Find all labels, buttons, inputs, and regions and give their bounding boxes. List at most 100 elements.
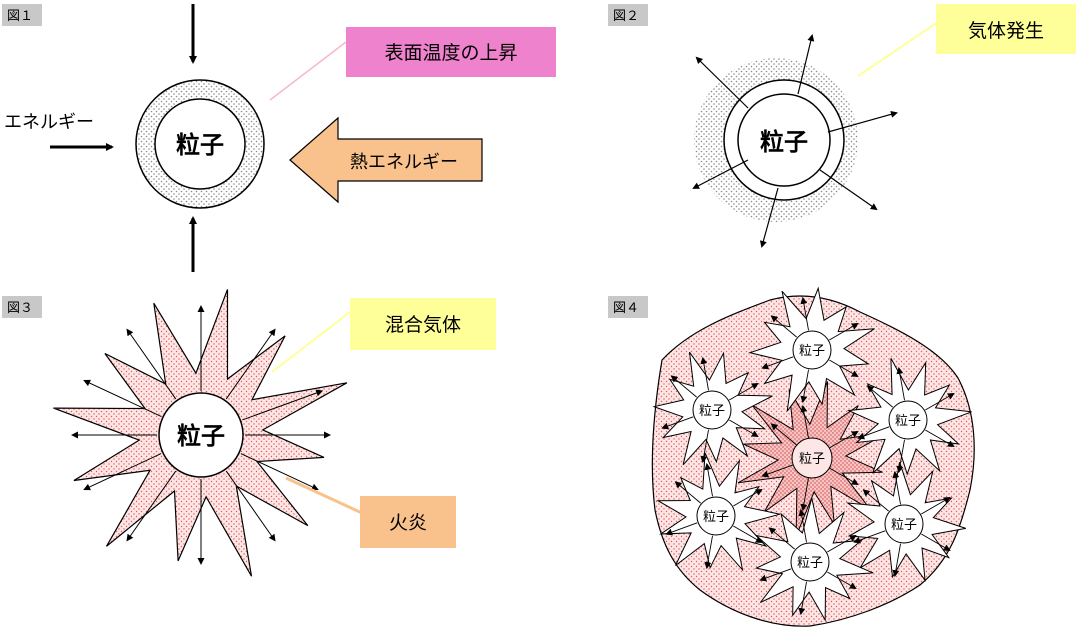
flame-arrow [242, 389, 324, 421]
flame-arrow [866, 385, 893, 408]
figure-3: 図３ 粒子 混合気体 火炎 [2, 289, 496, 577]
flame-arrow [126, 328, 177, 400]
flame-arrow [829, 323, 859, 341]
flame-callout: 火炎 [389, 512, 427, 534]
particle-core [737, 93, 831, 187]
flame-leader [285, 476, 363, 515]
gas-generation-callout: 気体発生 [968, 20, 1044, 42]
flame-arrow [704, 535, 713, 570]
flame-arrow [674, 481, 701, 504]
flame-arrows [71, 305, 331, 565]
particle-label: 粒子 [797, 556, 823, 571]
gas-arrow [819, 169, 878, 211]
flame-arrow [800, 404, 809, 439]
flame-arrow [862, 489, 889, 512]
figure-3-tag-bg [2, 296, 42, 318]
particle-core [792, 330, 832, 370]
gas-arrow [759, 187, 779, 248]
particle-core [791, 437, 833, 479]
energy-label: エネルギー [4, 112, 94, 133]
flame-arrow [665, 522, 698, 536]
flame-arrow [670, 375, 697, 398]
flame-arrow [759, 568, 792, 582]
mixed-gas-callout-box [350, 298, 496, 350]
flame-arrow [83, 379, 162, 417]
figure-2: 図２ 粒子 気体発生 [608, 4, 1076, 248]
flame-arrow [925, 393, 955, 411]
gas-arrow [797, 34, 815, 95]
particle-core [790, 542, 830, 582]
particle-core [154, 98, 246, 190]
flame-arrow [800, 369, 809, 404]
particle-label: 粒子 [760, 128, 808, 156]
figure-1: 図１ エネルギー 粒子 熱エネルギー 表面温度の上昇 [2, 4, 556, 272]
flame-arrow [829, 359, 859, 377]
flame-arrow [83, 453, 162, 491]
figure-1-tag-bg [2, 4, 42, 26]
heat-energy-arrow [289, 116, 483, 204]
figure-1-tag: 図１ [7, 9, 33, 24]
flame-arrow [925, 429, 955, 447]
figure-2-tag-bg [608, 4, 648, 26]
particle-label: 粒子 [699, 404, 725, 419]
surface-temp-callout-box [346, 27, 556, 77]
flame-arrow [798, 581, 807, 616]
figure-3-tag: 図３ [7, 301, 33, 316]
flame-arrow [829, 467, 859, 485]
particle-core [884, 504, 924, 544]
figure-2-tag: 図２ [613, 9, 639, 24]
flame-arrow [800, 296, 809, 331]
flame-arrow [896, 439, 905, 474]
flame-arrow [896, 366, 905, 401]
particle-label: 粒子 [799, 452, 825, 467]
particle-label: 粒子 [177, 422, 225, 450]
gas-arrow [827, 110, 898, 133]
flame-arrow [892, 470, 901, 505]
flame-arrow [240, 453, 319, 491]
flame-arrow [800, 477, 809, 512]
gas-generation-callout-box [936, 4, 1076, 54]
flame-arrow [770, 315, 797, 338]
flame-arrow [921, 497, 951, 515]
flame-arrow [768, 527, 795, 550]
flame-arrow [827, 571, 857, 589]
flame-arrow [892, 543, 901, 578]
surface-temp-callout: 表面温度の上昇 [384, 42, 517, 64]
flame-arrow [921, 533, 951, 551]
flame-arrow [829, 431, 859, 449]
flame-arrow [733, 525, 763, 543]
flame-arrow [733, 489, 763, 507]
flame-callout-box [360, 496, 456, 548]
flame-arrow [770, 423, 797, 446]
gas-arrow [692, 159, 749, 189]
particle-label: 粒子 [176, 131, 224, 159]
heat-energy-label: 熱エネルギー [350, 152, 458, 173]
mixed-gas-leader [271, 311, 351, 373]
flame-arrow [661, 416, 694, 430]
gas-arrow [695, 56, 749, 109]
flame-arrow [225, 328, 276, 400]
flame-arrow [126, 470, 177, 542]
particle-label: 粒子 [703, 510, 729, 525]
particle-label: 粒子 [799, 344, 825, 359]
flame-arrow [853, 530, 886, 544]
mixed-gas-callout: 混合気体 [385, 314, 461, 336]
particle-label: 粒子 [895, 414, 921, 429]
surface-temp-leader [269, 41, 347, 101]
particle-core [888, 400, 928, 440]
flame-arrow [700, 356, 709, 391]
flame-arrow [225, 470, 276, 542]
flame-arrow [700, 429, 709, 464]
particle-label: 粒子 [891, 518, 917, 533]
flame-arrow [761, 464, 794, 478]
gas-generation-leader [857, 21, 939, 77]
flame-arrow [798, 508, 807, 543]
particle-core [158, 392, 244, 478]
flame-arrow [761, 356, 794, 370]
flame-arrow [857, 426, 890, 440]
flame-arrow [729, 419, 759, 437]
figure-4-tag-bg [608, 296, 648, 318]
figure-4-tag: 図４ [613, 301, 639, 316]
